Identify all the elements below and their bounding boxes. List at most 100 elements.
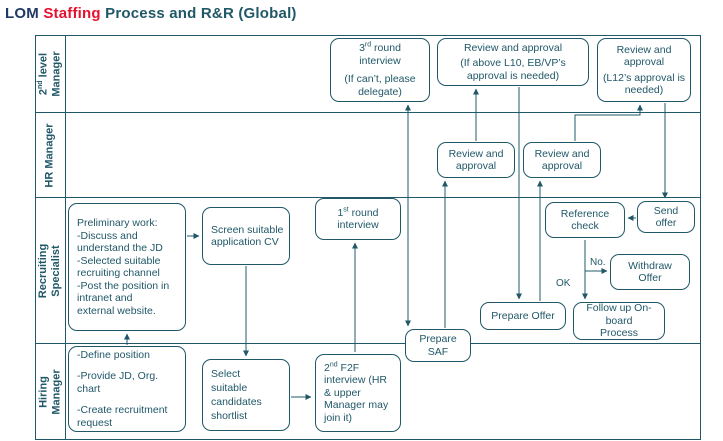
- lane-label-text: Manager: [50, 51, 63, 97]
- lane-label-text: HR Manager: [44, 122, 56, 188]
- step-review-approval-l10: Review and approval (If above L10, EB/VP…: [437, 38, 589, 86]
- step-note: (If above L10, EB/VP’s approval is neede…: [460, 57, 566, 82]
- step-1st-round-interview: 1st round interview: [315, 198, 401, 240]
- lane-label-text: Manager: [50, 368, 63, 415]
- lane-2nd-level-manager: 2nd level Manager: [36, 36, 700, 113]
- step-preliminary-work: Preliminary work: -Discuss and understan…: [68, 203, 186, 331]
- lane-body: [66, 113, 700, 197]
- step-note: (L12’s approval is needed): [602, 71, 686, 97]
- step-text: -Create recruitment: [77, 404, 168, 417]
- step-text: -Selected suitable: [77, 254, 161, 267]
- step-text: chart: [77, 382, 101, 395]
- step-text: suitable: [211, 382, 248, 394]
- step-text: approval: [541, 160, 583, 172]
- step-text: F2F: [337, 361, 360, 374]
- swimlane-table: 2nd level Manager HR Manager Recruiting …: [35, 35, 701, 440]
- step-text: join it): [324, 411, 353, 424]
- step-text: -Discuss and: [77, 229, 138, 242]
- step-text: shortlist: [211, 410, 248, 422]
- step-text: round: [371, 42, 401, 54]
- step-text: 3: [359, 42, 365, 54]
- lane-hr-manager: HR Manager: [36, 113, 700, 198]
- step-text: -Provide JD, Org.: [77, 370, 159, 383]
- step-text: recruiting channel: [77, 267, 160, 279]
- step-3rd-round-interview: 3rd round interview (If can’t, please de…: [330, 38, 430, 102]
- step-text: interview: [337, 219, 379, 231]
- lane-label-text: Recruiting: [37, 243, 50, 298]
- step-text: Withdraw: [628, 259, 672, 272]
- step-text: check: [571, 220, 599, 232]
- lane-label-recruiting-specialist: Recruiting Specialist: [38, 243, 64, 297]
- step-text: Process: [600, 327, 638, 340]
- step-text: & upper: [324, 386, 361, 399]
- step-text: -Post the position in: [77, 279, 170, 292]
- step-text: offer: [655, 217, 677, 229]
- step-text-sup: rd: [364, 41, 372, 49]
- step-prepare-offer: Prepare Offer: [480, 302, 566, 330]
- title-lom: LOM: [5, 5, 39, 22]
- title-rest: Process and R&R (Global): [105, 5, 297, 22]
- step-select-shortlist: Select suitable candidates shortlist: [202, 359, 290, 431]
- step-note: (If can’t, please delegate): [344, 73, 416, 98]
- lane-label-sup: nd: [36, 80, 44, 89]
- step-text: interview: [359, 54, 401, 67]
- lane-label-hr-manager: HR Manager: [44, 123, 57, 187]
- step-text: Offer: [638, 272, 662, 284]
- step-text: Review and: [534, 147, 590, 160]
- step-text: SAF: [427, 345, 449, 358]
- step-text: 2: [324, 361, 330, 374]
- step-text: round: [348, 206, 379, 219]
- step-text-sup: nd: [329, 361, 338, 369]
- step-text: Prepare: [419, 333, 457, 345]
- step-text: request: [77, 416, 113, 429]
- step-prepare-saf: Prepare SAF: [405, 329, 471, 362]
- step-text: Follow up On-board: [586, 302, 652, 327]
- lane-label-text: 2: [37, 88, 50, 96]
- lane-label-cell: Recruiting Specialist: [36, 198, 66, 343]
- step-text: 1: [337, 206, 344, 219]
- title-staffing: Staffing: [43, 5, 101, 22]
- lane-label-cell: Hiring Manager: [36, 344, 66, 439]
- step-text-sup: st: [343, 206, 349, 213]
- step-review-approval-hr-1: Review and approval: [437, 142, 515, 178]
- lane-recruiting-specialist: Recruiting Specialist: [36, 198, 700, 344]
- step-text: application CV: [211, 236, 279, 248]
- lane-hiring-manager: Hiring Manager: [36, 344, 700, 439]
- step-text: external website.: [77, 304, 156, 317]
- step-text: Preliminary work:: [77, 217, 158, 229]
- step-text: Send: [653, 204, 679, 217]
- step-text: interview (HR: [324, 374, 388, 387]
- step-send-offer: Send offer: [637, 201, 695, 233]
- step-text: Review and approval: [616, 43, 672, 69]
- step-text: intranet and: [77, 292, 133, 304]
- page-title: LOM Staffing Process and R&R (Global): [5, 5, 297, 22]
- step-follow-up-onboard: Follow up On-board Process: [573, 302, 665, 340]
- step-reference-check: Reference check: [545, 202, 625, 238]
- step-text: Review and approval: [463, 41, 563, 54]
- step-text: Manager may: [324, 399, 389, 412]
- lane-label-hiring-manager: Hiring Manager: [38, 369, 64, 414]
- step-screen-cv: Screen suitable application CV: [202, 207, 290, 265]
- lane-label-text: Hiring: [37, 375, 50, 408]
- step-2nd-f2f-interview: 2nd F2F interview (HR & upper Manager ma…: [315, 354, 401, 432]
- step-review-approval-l12: Review and approval (L12’s approval is n…: [597, 38, 691, 102]
- step-define-position: -Define position -Provide JD, Org. chart…: [68, 346, 186, 432]
- lane-label-text: Specialist: [50, 244, 63, 297]
- step-text: -Define position: [77, 348, 150, 361]
- step-text: candidates: [211, 396, 262, 408]
- step-text: Screen suitable: [211, 223, 284, 236]
- lane-label-2nd-level-manager: 2nd level Manager: [36, 51, 64, 97]
- step-text: understand the JD: [77, 242, 163, 254]
- step-withdraw-offer: Withdraw Offer: [610, 254, 690, 290]
- lane-label-cell: 2nd level Manager: [36, 36, 66, 112]
- step-text: approval: [455, 160, 497, 172]
- step-text: Reference: [560, 207, 610, 220]
- step-text: Prepare Offer: [491, 309, 555, 322]
- branch-label-no: No.: [590, 257, 606, 268]
- lane-label-text: level: [37, 52, 50, 81]
- step-text: Review and: [448, 147, 504, 160]
- lane-label-cell: HR Manager: [36, 113, 66, 197]
- step-text: Select: [211, 368, 241, 380]
- branch-label-ok: OK: [556, 278, 571, 289]
